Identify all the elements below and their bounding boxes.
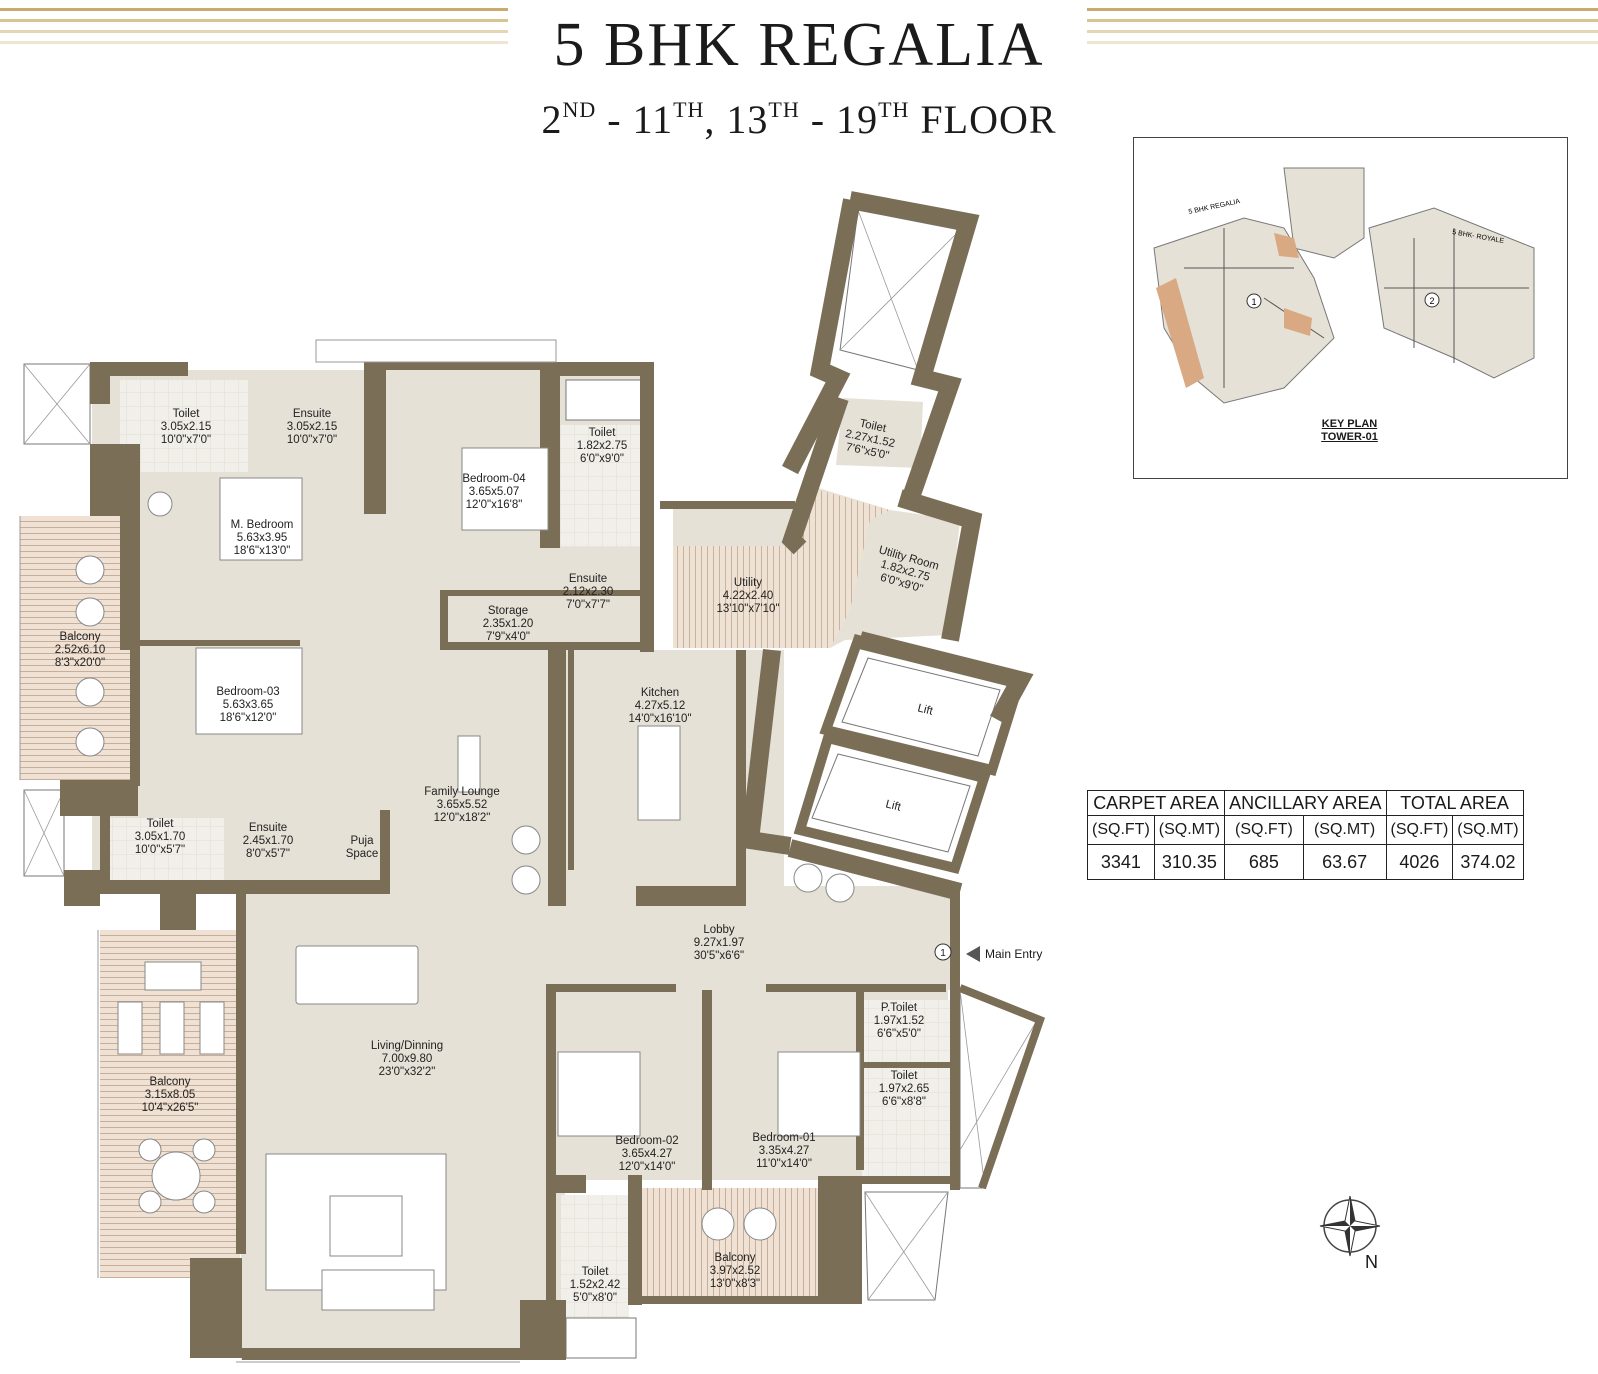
unit-cell: (SQ.MT) [1452,815,1524,845]
floor-suffix: TH [878,97,910,122]
key-plan: 1 2 5 BHK REGALIA 5 BHK- ROYALE [1133,137,1568,479]
floor-number: 2 [541,97,563,142]
value-cell: 310.35 [1153,844,1226,880]
floor-number: 11 [632,97,674,142]
svg-text:2: 2 [1429,296,1434,306]
svg-text:5 BHK REGALIA: 5 BHK REGALIA [1188,198,1241,216]
wet-areas [100,380,950,1323]
header-ancillary-area: ANCILLARY AREA [1224,790,1387,816]
furniture [117,447,861,1311]
area-table: CARPET AREA ANCILLARY AREA TOTAL AREA (S… [1086,790,1524,880]
header-stripes-left [0,8,508,84]
main-entry-label: Main Entry [985,947,1043,961]
utility-deck [673,487,890,648]
header-stripes-right [1087,8,1598,84]
value-cell: 4026 [1385,844,1454,880]
floor-range: 2ND - 11TH, 13TH - 19TH FLOOR [0,96,1598,143]
unit-cell: (SQ.FT) [1385,815,1454,845]
svg-text:1: 1 [940,948,946,959]
header-total-area: TOTAL AREA [1385,790,1524,816]
value-cell: 685 [1224,844,1304,880]
walls [60,362,960,1360]
compass-icon [1319,1195,1381,1257]
floor-separator: - [596,97,633,142]
compass-north-label: N [1365,1252,1378,1272]
balcony-south-deck [640,1188,822,1300]
angled-walls [740,191,1034,901]
entry-marker: 1 [934,943,980,962]
floor-separator: FLOOR [909,97,1057,142]
value-cell: 3341 [1087,844,1155,880]
svg-text:1: 1 [1251,297,1256,307]
key-plan-drawing: 1 2 5 BHK REGALIA 5 BHK- ROYALE [1153,167,1535,404]
unit-cell: (SQ.MT) [1153,815,1226,845]
unit-cell: (SQ.MT) [1302,815,1387,845]
unit-cell: (SQ.FT) [1087,815,1155,845]
unit-cell: (SQ.FT) [1224,815,1304,845]
value-cell: 374.02 [1452,844,1524,880]
page-title: 5 BHK REGALIA [553,11,1045,79]
floor-suffix: ND [562,97,597,122]
value-cell: 63.67 [1302,844,1387,880]
floor-suffix: TH [768,97,800,122]
header-carpet-area: CARPET AREA [1086,790,1226,816]
floor-number: 19 [836,97,879,142]
floor-separator: - [799,97,837,142]
floor-separator: , [704,97,727,142]
floor-suffix: TH [673,97,705,122]
floor-number: 13 [726,97,769,142]
